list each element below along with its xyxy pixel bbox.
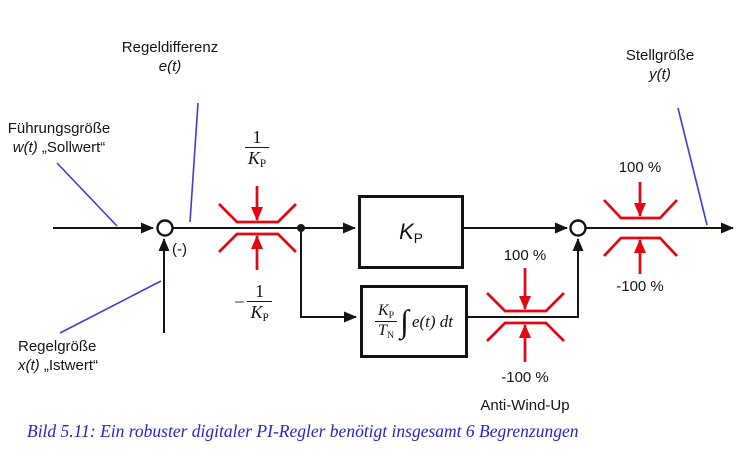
reference-signal-quote: „Sollwert“ bbox=[41, 138, 106, 156]
output-signal-symbol: y(t) bbox=[649, 65, 671, 83]
fraction-numerator: 1 bbox=[255, 281, 265, 301]
controlled-signal-symbol-line: x(t) „Istwert“ bbox=[18, 357, 98, 376]
error-limit-upper-label: 1 KP bbox=[229, 127, 285, 171]
signal-wires bbox=[53, 222, 734, 333]
controlled-signal-quote: „Istwert“ bbox=[43, 356, 99, 374]
error-limiter-lower-jaw bbox=[218, 232, 297, 253]
integrator-limit-upper-label: 100 % bbox=[503, 247, 547, 264]
anti-wind-up-label: Anti-Wind-Up bbox=[480, 397, 570, 414]
output-limiter-upper-jaw bbox=[603, 199, 678, 220]
error-limit-lower-label: − 1 KP bbox=[211, 281, 295, 325]
branch-to-integrator-line bbox=[300, 228, 357, 323]
reference-leader-line bbox=[56, 162, 118, 227]
controlled-signal-symbol: x(t) bbox=[18, 356, 40, 374]
error-limiter-symbol bbox=[218, 186, 297, 270]
fraction-numerator: 1 bbox=[252, 127, 262, 147]
integral-block: KP TN ∫ e(t) dt bbox=[360, 285, 468, 358]
fraction-denominator: TN bbox=[375, 321, 398, 341]
fraction-denominator: KP bbox=[244, 147, 270, 171]
reference-signal-label: Führungsgröße w(t) „Sollwert“ bbox=[0, 120, 118, 158]
proportional-block: KP bbox=[358, 195, 464, 269]
output-limiter-lower-jaw bbox=[603, 236, 678, 257]
error-signal-symbol: e(t) bbox=[158, 57, 182, 75]
output-signal-label: Stellgröße y(t) bbox=[600, 47, 720, 85]
annotation-leader-lines bbox=[56, 102, 708, 334]
numerator-main: K bbox=[377, 302, 389, 320]
minus-sign: − bbox=[234, 292, 245, 313]
denominator-main: T bbox=[378, 322, 387, 339]
integrand: e(t) dt bbox=[411, 311, 454, 331]
error-leader-line bbox=[189, 102, 199, 223]
kp-sub: P bbox=[413, 230, 423, 246]
denominator-sub: P bbox=[259, 158, 267, 171]
reference-signal-symbol: w(t) bbox=[12, 138, 38, 156]
summing-junction-sign: (-) bbox=[172, 241, 187, 258]
denominator-main: K bbox=[247, 148, 260, 169]
integrator-limiter-symbol bbox=[486, 268, 565, 362]
integrator-limit-lower-label: -100 % bbox=[501, 369, 549, 386]
error-signal-name: Regeldifferenz bbox=[121, 39, 219, 56]
controlled-signal-name: Regelgröße bbox=[18, 338, 97, 355]
output-limiter-symbol bbox=[603, 182, 678, 274]
integrator-output-line bbox=[463, 238, 584, 318]
summing-junction-output bbox=[569, 219, 587, 237]
output-leader-line bbox=[677, 107, 708, 226]
fraction-numerator: KP bbox=[375, 302, 397, 321]
controlled-signal-label: Regelgröße x(t) „Istwert“ bbox=[18, 338, 98, 376]
output-signal-name: Stellgröße bbox=[625, 47, 695, 64]
controlled-leader-line bbox=[59, 280, 162, 334]
output-limit-lower-label: -100 % bbox=[616, 278, 664, 295]
error-limit-upper-fraction: 1 KP bbox=[244, 127, 270, 171]
integral-block-label: KP TN ∫ e(t) dt bbox=[375, 302, 453, 341]
figure-caption: Bild 5.11: Ein robuster digitaler PI-Reg… bbox=[27, 421, 579, 441]
summing-junctions bbox=[156, 219, 587, 237]
proportional-block-label: KP bbox=[399, 219, 423, 246]
kp-main: K bbox=[399, 218, 414, 244]
denominator-sub: N bbox=[386, 329, 395, 341]
error-limiter-upper-jaw bbox=[218, 203, 297, 224]
reference-signal-symbol-line: w(t) „Sollwert“ bbox=[0, 139, 118, 158]
denominator-main: K bbox=[250, 302, 263, 323]
numerator-sub: P bbox=[388, 309, 395, 321]
integral-sign: ∫ bbox=[400, 303, 409, 340]
error-limit-lower-fraction: 1 KP bbox=[247, 281, 272, 325]
summing-junction-error bbox=[156, 219, 174, 237]
kp-tn-fraction: KP TN bbox=[375, 302, 398, 341]
error-signal-label: Regeldifferenz e(t) bbox=[100, 39, 240, 77]
branch-dot bbox=[297, 224, 305, 232]
denominator-sub: P bbox=[262, 312, 269, 325]
integrator-limiter-lower-jaw bbox=[486, 321, 565, 342]
reference-signal-name: Führungsgröße bbox=[7, 120, 111, 137]
output-limit-upper-label: 100 % bbox=[618, 159, 662, 176]
integrator-limiter-upper-jaw bbox=[486, 292, 565, 313]
fraction-denominator: KP bbox=[247, 301, 272, 325]
